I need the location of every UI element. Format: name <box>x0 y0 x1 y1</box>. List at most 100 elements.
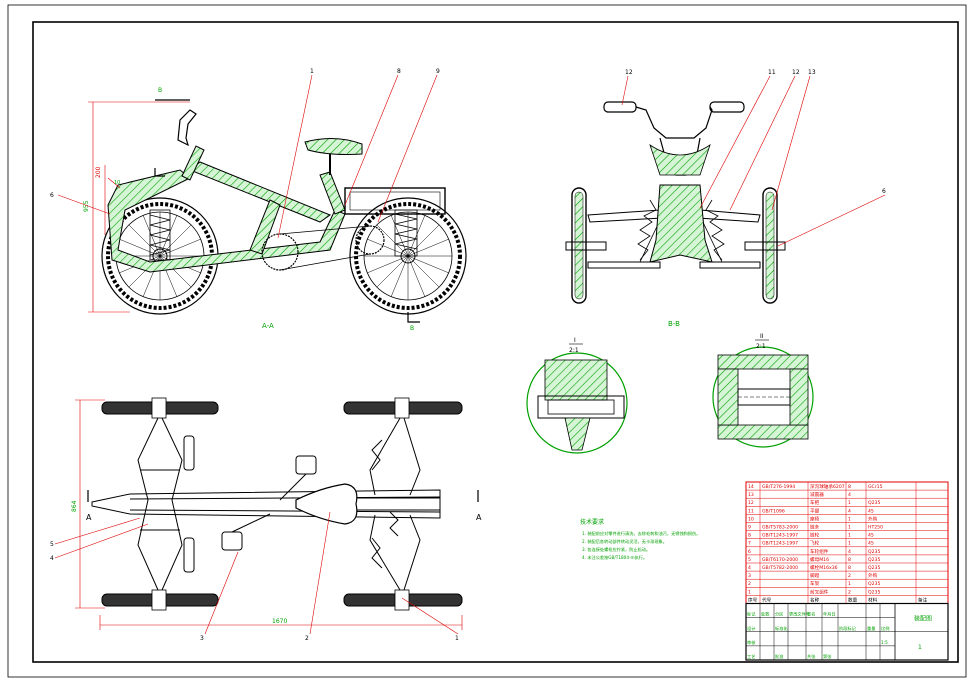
bom-cell: 10 <box>748 516 754 522</box>
notes-title: 技术要求 <box>580 518 604 526</box>
bom-cell: 飞轮 <box>810 540 820 547</box>
title-block-cell: 更改文件号 <box>789 611 810 618</box>
bom-cell: Q235 <box>868 565 880 571</box>
bom-cell: 外购 <box>868 515 878 522</box>
bom-cell: 4 <box>848 508 851 514</box>
front-balloon-12a: 12 <box>625 69 633 76</box>
front-balloon-13: 13 <box>808 69 816 76</box>
detail-1-number: I <box>574 337 576 344</box>
bom-cell: 螺栓M16x36 <box>810 564 838 571</box>
bom-header-cell: 代号 <box>762 596 772 603</box>
title-block-cell: 标记 <box>747 611 756 618</box>
side-balloon-9: 9 <box>436 68 440 75</box>
plan-leaders <box>54 511 459 635</box>
bom-cell: 4 <box>848 549 851 555</box>
title-block-cell: 比例 <box>881 625 889 632</box>
title-block-cell: 阶段标记 <box>839 625 857 632</box>
bom-cell: 座椅 <box>810 515 820 522</box>
plan-view: 864 1670 A A 5 4 3 2 1 <box>50 397 482 642</box>
bom-cell: 减震器 <box>810 491 824 498</box>
title-block-cell: 工艺 <box>747 654 755 659</box>
bom-cell: 1 <box>848 541 851 547</box>
side-dimensions <box>88 101 190 313</box>
side-balloon-8: 8 <box>397 68 401 75</box>
bom-cell: GB/T5783-2000 <box>762 525 798 531</box>
bom-cell: 8 <box>848 557 851 563</box>
side-dim-height: 955 <box>83 200 90 212</box>
section-a-left: A <box>86 513 92 522</box>
plan-rear-forks <box>137 417 195 591</box>
front-view: 12 11 12 13 6 B-B <box>565 69 886 328</box>
bom-cell: 深沟球轴承6207 <box>810 483 845 490</box>
bom-header-cell: 序号 <box>748 596 758 603</box>
bom-cell: 1 <box>848 533 851 539</box>
outer-border <box>7 4 967 678</box>
side-view-label: A-A <box>262 322 274 330</box>
bom-cell: Q235 <box>868 549 880 555</box>
plan-balloon-2: 2 <box>305 635 309 642</box>
bom-cell: 车架 <box>810 580 820 587</box>
bom-header-cell: 数量 <box>848 596 858 603</box>
bom-cell: 3 <box>748 573 751 579</box>
plan-balloon-4: 4 <box>50 555 54 562</box>
bom-cell: HT250 <box>868 525 883 531</box>
title-block-cell: 重量 <box>867 625 875 632</box>
bom-cell: 9 <box>748 525 751 531</box>
bom-cell: 脚蹬 <box>810 572 820 579</box>
side-balloon-1: 1 <box>310 68 314 75</box>
note-3: 3. 各连接处螺栓应拧紧，防止松动。 <box>582 546 650 553</box>
section-b-bottom: B <box>410 325 414 332</box>
bom-cell: 4 <box>848 492 851 498</box>
bom-header-cell: 备注 <box>918 596 928 603</box>
side-seat <box>304 138 363 155</box>
plan-dim-width: 864 <box>71 500 78 512</box>
side-balloon-6: 6 <box>50 192 54 199</box>
front-balloon-11: 11 <box>768 69 776 76</box>
side-handlebar <box>177 109 197 147</box>
note-2: 2. 装配后各转动部件转动灵活，无卡滞现象。 <box>582 538 667 545</box>
bom-cell: 2 <box>748 581 751 587</box>
plan-balloon-5: 5 <box>50 541 54 548</box>
bom-cell: 2 <box>848 589 851 595</box>
bom-cell: Q235 <box>868 500 880 506</box>
bom-cell: 12 <box>748 500 754 506</box>
note-4: 4. 未注公差按GB/T1804-m执行。 <box>582 554 647 561</box>
bom-cell: GB/T276-1994 <box>762 484 795 490</box>
detail-2-scale: 2:1 <box>756 343 766 350</box>
side-balloon-10: 10 <box>114 180 120 186</box>
side-dim-wheel: 200 <box>95 166 102 178</box>
plan-dim-length: 1670 <box>272 618 287 625</box>
side-leaders <box>57 74 438 239</box>
side-frame <box>107 145 346 273</box>
section-a-right: A <box>476 513 482 522</box>
title-block-cell: 审核 <box>747 639 756 646</box>
plan-dimensions <box>75 399 463 630</box>
title-block-cell: 共张 <box>807 653 816 660</box>
bom-cell: 1 <box>748 589 751 595</box>
bom-cell: 1 <box>848 516 851 522</box>
title-block-cell: 设计 <box>747 625 755 632</box>
bom-cell: 车轮组件 <box>810 548 829 555</box>
detail-1: I 2:1 <box>526 337 628 454</box>
title-block-cell: 年月日 <box>823 611 836 618</box>
bom-cell: Q235 <box>868 557 880 563</box>
bom-cell: 外购 <box>868 572 878 579</box>
side-shock-front <box>394 209 418 257</box>
bom-cell: 车把 <box>810 499 820 506</box>
detail-2-number: II <box>760 333 764 340</box>
drawing-number: 1 <box>918 644 922 651</box>
front-balloon-12b: 12 <box>792 69 800 76</box>
inner-border <box>32 21 959 663</box>
bom-cell: 45 <box>868 541 874 547</box>
plan-front-forks <box>369 417 421 591</box>
bom-cell: GB/T6170-2000 <box>762 557 798 563</box>
note-1: 1. 装配前应对零件进行清洗，去除毛刺和油污，无锈蚀和损伤。 <box>582 530 700 537</box>
front-wheel-right <box>762 187 778 304</box>
front-view-label: B-B <box>668 320 680 328</box>
plan-balloon-3: 3 <box>200 635 204 642</box>
front-balloon-6: 6 <box>882 188 886 195</box>
bom-cell: GB/T1243-1997 <box>762 541 798 547</box>
side-shock-rear <box>149 209 171 261</box>
